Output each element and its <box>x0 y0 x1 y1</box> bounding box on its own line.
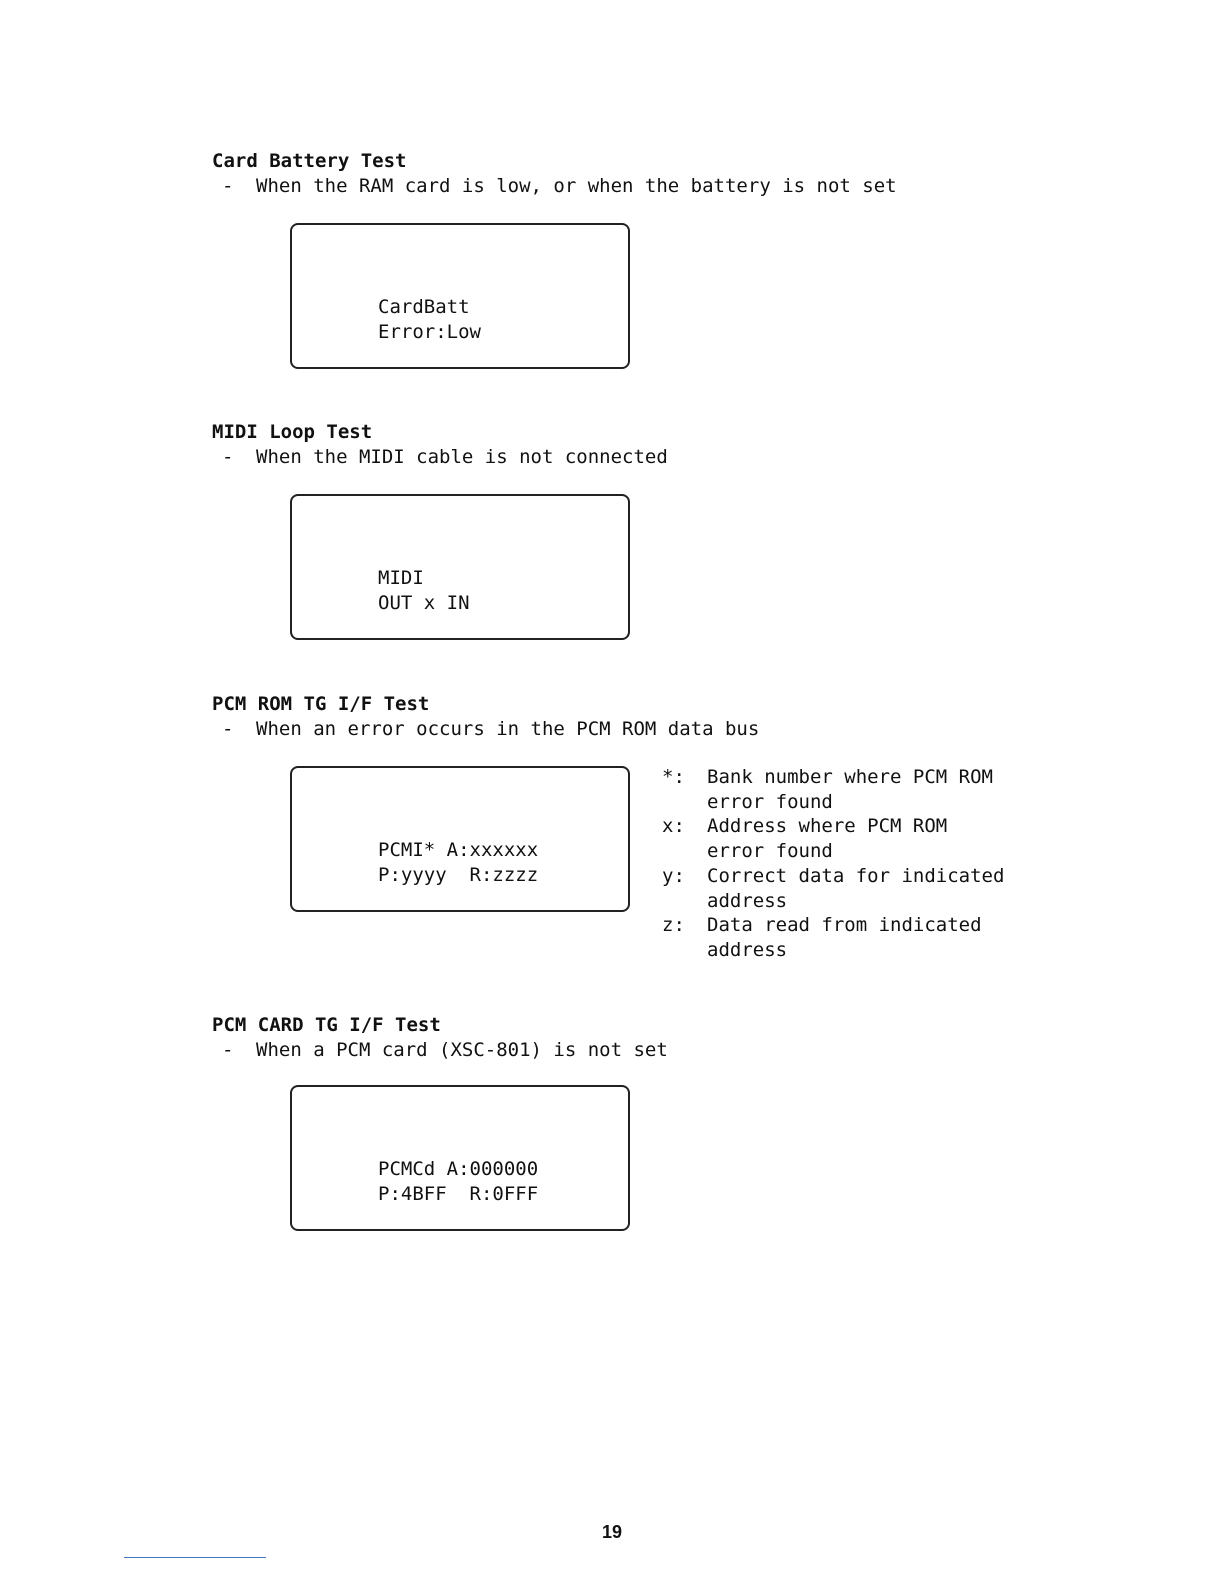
legend-text: Bank number where PCM ROM error found <box>707 766 993 813</box>
section-description: When an error occurs in the PCM ROM data… <box>256 718 760 740</box>
lcd-display-text: MIDI OUT x IN <box>378 566 470 616</box>
legend-text: Data read from indicated address <box>707 914 982 961</box>
dash-bullet: - <box>222 175 234 197</box>
section-card-battery-test: Card Battery Test -When the RAM card is … <box>212 149 1032 369</box>
section-description: When the RAM card is low, or when the ba… <box>256 175 897 197</box>
section-title: PCM CARD TG I/F Test <box>212 1014 441 1036</box>
legend-key: *: <box>662 766 685 788</box>
section-description: When the MIDI cable is not connected <box>256 446 668 468</box>
legend-item: *: Bank number where PCM ROM error found <box>662 765 1007 814</box>
section-title: MIDI Loop Test <box>212 421 373 443</box>
section-pcm-card-tg-if-test: PCM CARD TG I/F Test -When a PCM card (X… <box>212 1013 1032 1231</box>
lcd-line-2: P:4BFF R:0FFF <box>378 1183 539 1205</box>
dash-bullet: - <box>222 446 234 468</box>
lcd-line-1: PCMCd A:000000 <box>378 1158 539 1180</box>
legend-item: x: Address where PCM ROM error found <box>662 814 1007 863</box>
section-description: When a PCM card (XSC-801) is not set <box>256 1039 668 1061</box>
legend-text: Correct data for indicated address <box>707 864 1005 912</box>
lcd-line-1: CardBatt <box>378 296 470 318</box>
lcd-line-1: MIDI <box>378 567 424 589</box>
section-pcm-rom-tg-if-test: PCM ROM TG I/F Test -When an error occur… <box>212 692 1032 961</box>
section-description-line: -When an error occurs in the PCM ROM dat… <box>212 717 1032 742</box>
lcd-display-box: MIDI OUT x IN <box>290 494 630 640</box>
section-description-line: -When the RAM card is low, or when the b… <box>212 174 1032 199</box>
footer-rule <box>124 1557 266 1558</box>
lcd-line-2: P:yyyy R:zzzz <box>378 864 539 886</box>
section-title: PCM ROM TG I/F Test <box>212 693 430 715</box>
dash-bullet: - <box>222 1039 234 1061</box>
dash-bullet: - <box>222 718 234 740</box>
section-description-line: -When a PCM card (XSC-801) is not set <box>212 1038 1032 1063</box>
legend-key: x: <box>662 815 685 838</box>
legend-key: y: <box>662 864 685 887</box>
legend-key: z: <box>662 914 685 937</box>
variable-legend: *: Bank number where PCM ROM error found… <box>662 765 1007 963</box>
page-number: 19 <box>601 1522 623 1542</box>
lcd-line-2: OUT x IN <box>378 592 470 614</box>
lcd-line-1: PCMI* A:xxxxxx <box>378 839 539 861</box>
section-description-line: -When the MIDI cable is not connected <box>212 445 1032 470</box>
section-title: Card Battery Test <box>212 150 407 172</box>
legend-item: z: Data read from indicated address <box>662 913 1007 962</box>
legend-text: Address where PCM ROM error found <box>707 815 948 863</box>
section-midi-loop-test: MIDI Loop Test -When the MIDI cable is n… <box>212 420 1032 640</box>
lcd-line-2: Error:Low <box>378 321 481 343</box>
legend-item: y: Correct data for indicated address <box>662 864 1007 913</box>
